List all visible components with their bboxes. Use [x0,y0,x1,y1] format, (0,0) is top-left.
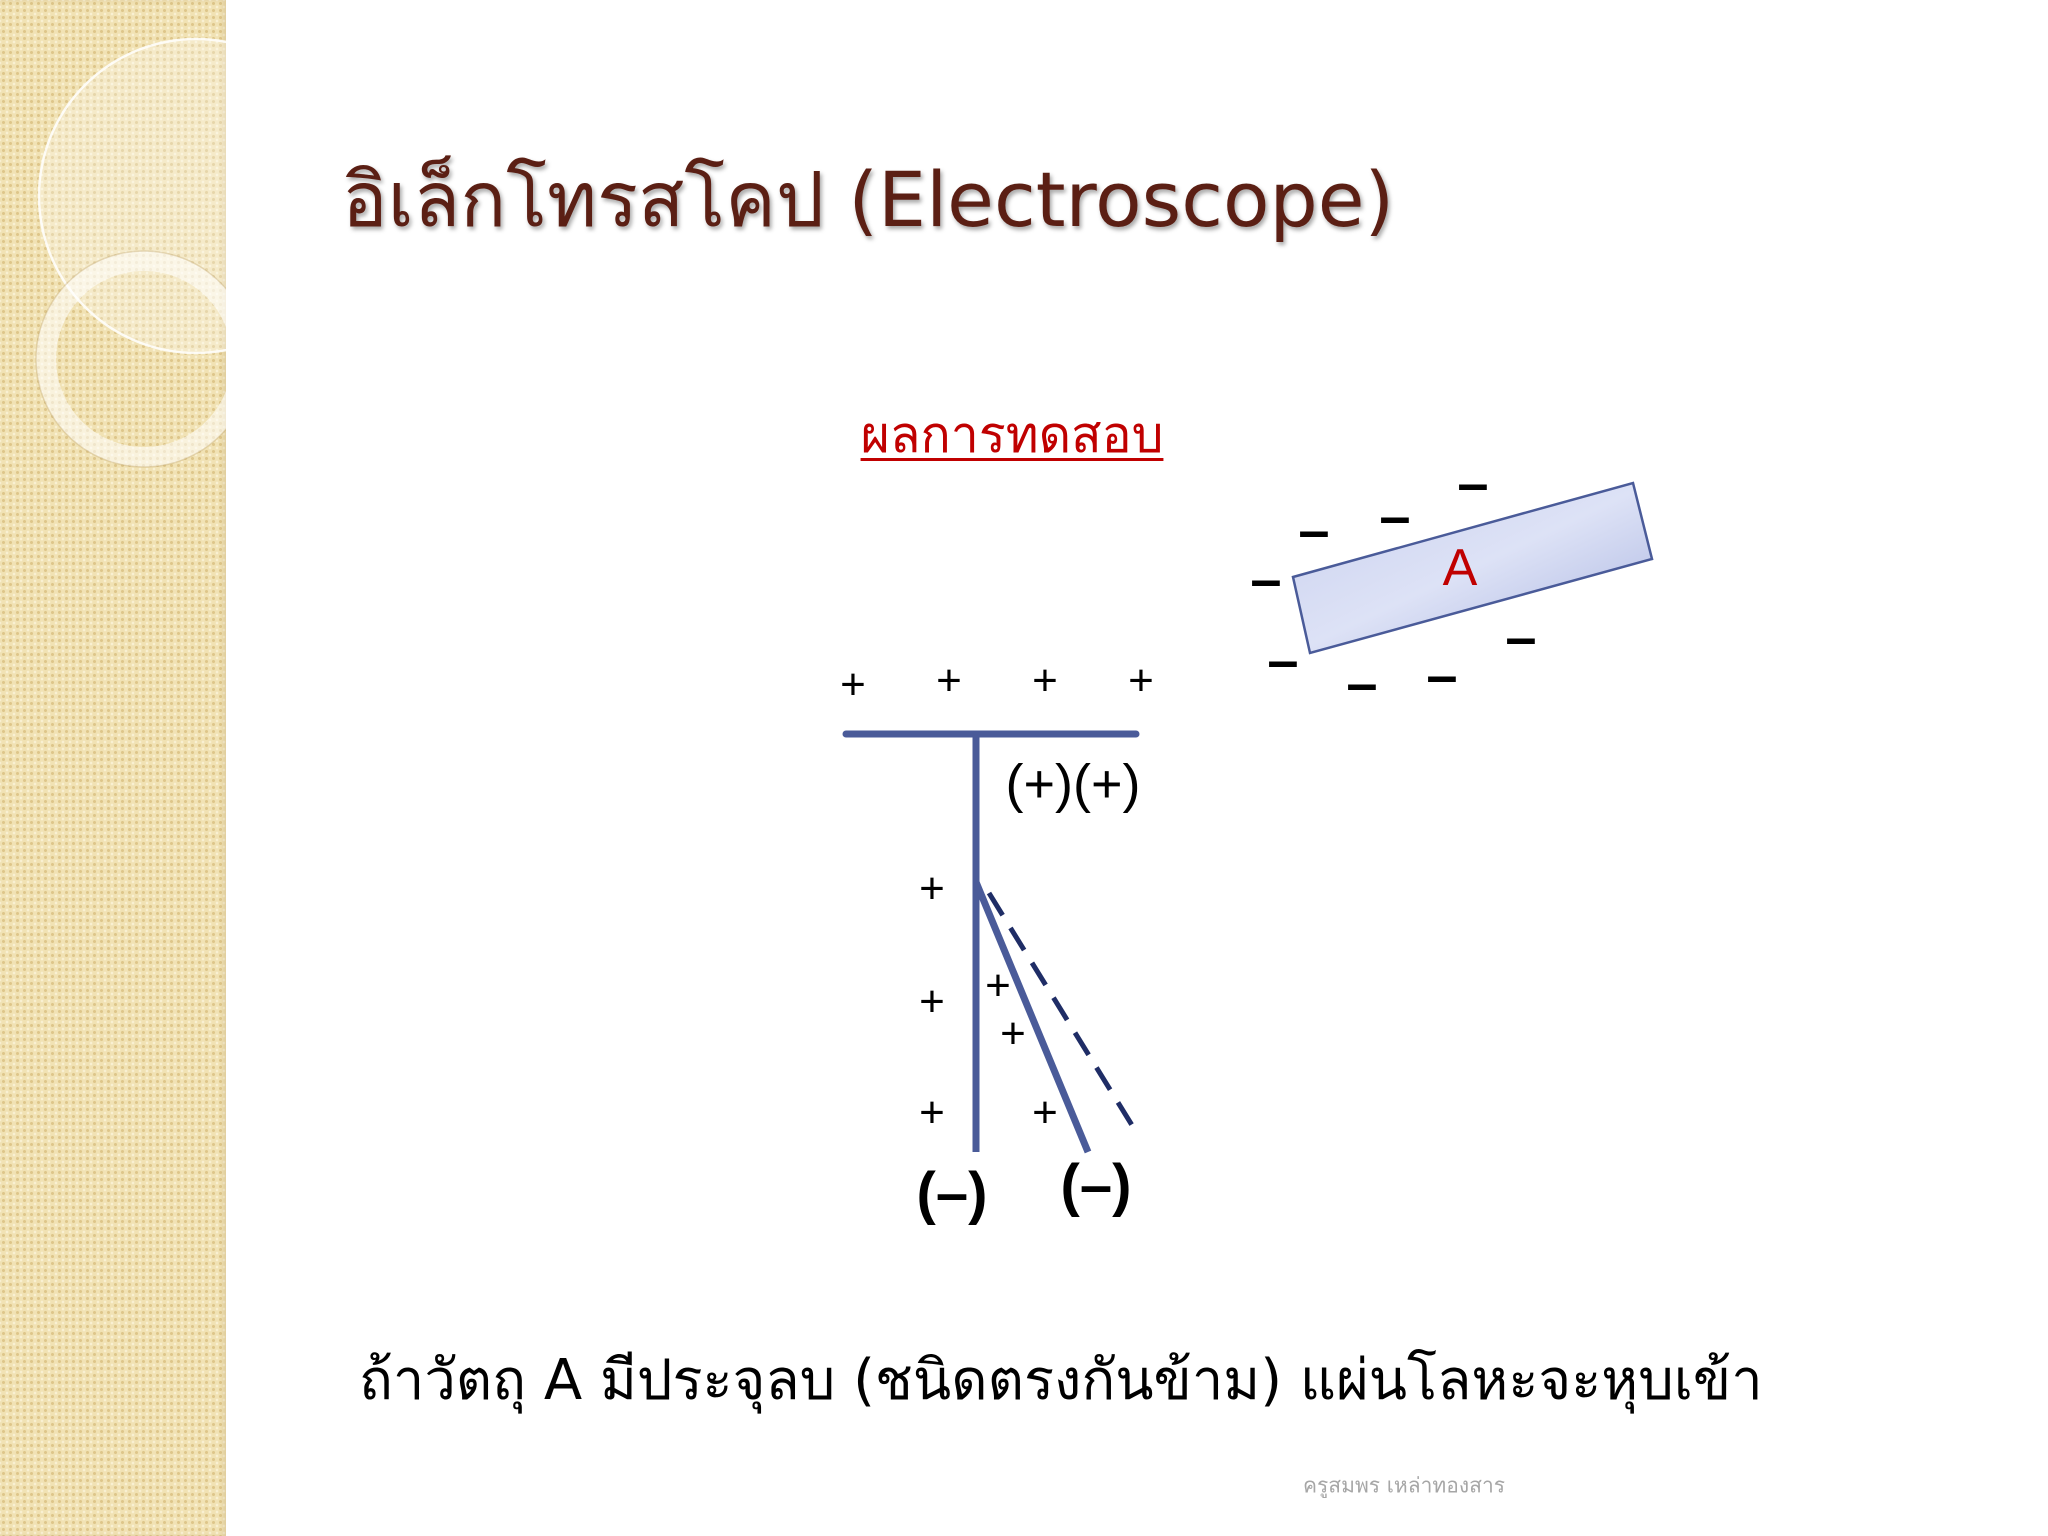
author-footer: ครูสมพร เหล่าทองสาร [1302,1473,1506,1498]
stem-positive-charge: + [919,1088,945,1137]
rod-negative-charge: – [1250,547,1282,610]
rod-negative-charge: – [1298,498,1330,561]
ring-ornament-outer-edge [35,250,226,468]
rod-negative-charge: – [1346,651,1378,714]
rod-negative-charge: – [1426,643,1458,706]
inner-charge-label: (+)(+) [1005,754,1141,814]
leaf-positive-charge: + [985,961,1011,1010]
rod-negative-charge: – [1505,605,1537,668]
electroscope-leaf [972,880,1092,1154]
plate-positive-charge: + [840,660,866,709]
rod-label: A [1442,539,1478,597]
stem-positive-charge: + [919,977,945,1026]
slide-title: อิเล็กโทรสโคป (Electroscope) [342,155,1395,244]
stem-bottom-negative-label: (–) [916,1161,988,1226]
rod-negative-charge: – [1267,628,1299,691]
slide-caption: ถ้าวัตถุ A มีประจุลบ (ชนิดตรงกันข้าม) แผ… [359,1348,1763,1413]
sidebar-decoration [0,0,226,1536]
sidebar-circles [35,37,226,468]
plate-positive-charge: + [1128,656,1154,705]
result-heading: ผลการทดสอบ [860,406,1164,464]
plate-positive-charge: + [936,656,962,705]
plate-positive-charge: + [1032,656,1058,705]
charged-rod-a [1291,481,1654,655]
leaf-previous-position-dashed [986,891,1141,1137]
leaf-positive-charge: + [1032,1088,1058,1137]
stem-positive-charge: + [919,864,945,913]
rod-negative-charge: – [1457,451,1489,514]
leaf-bottom-negative-label: (–) [1060,1153,1132,1218]
ring-ornament [36,251,226,467]
rod-negative-charge: – [1379,484,1411,547]
leaf-positive-charge: + [1000,1009,1026,1058]
